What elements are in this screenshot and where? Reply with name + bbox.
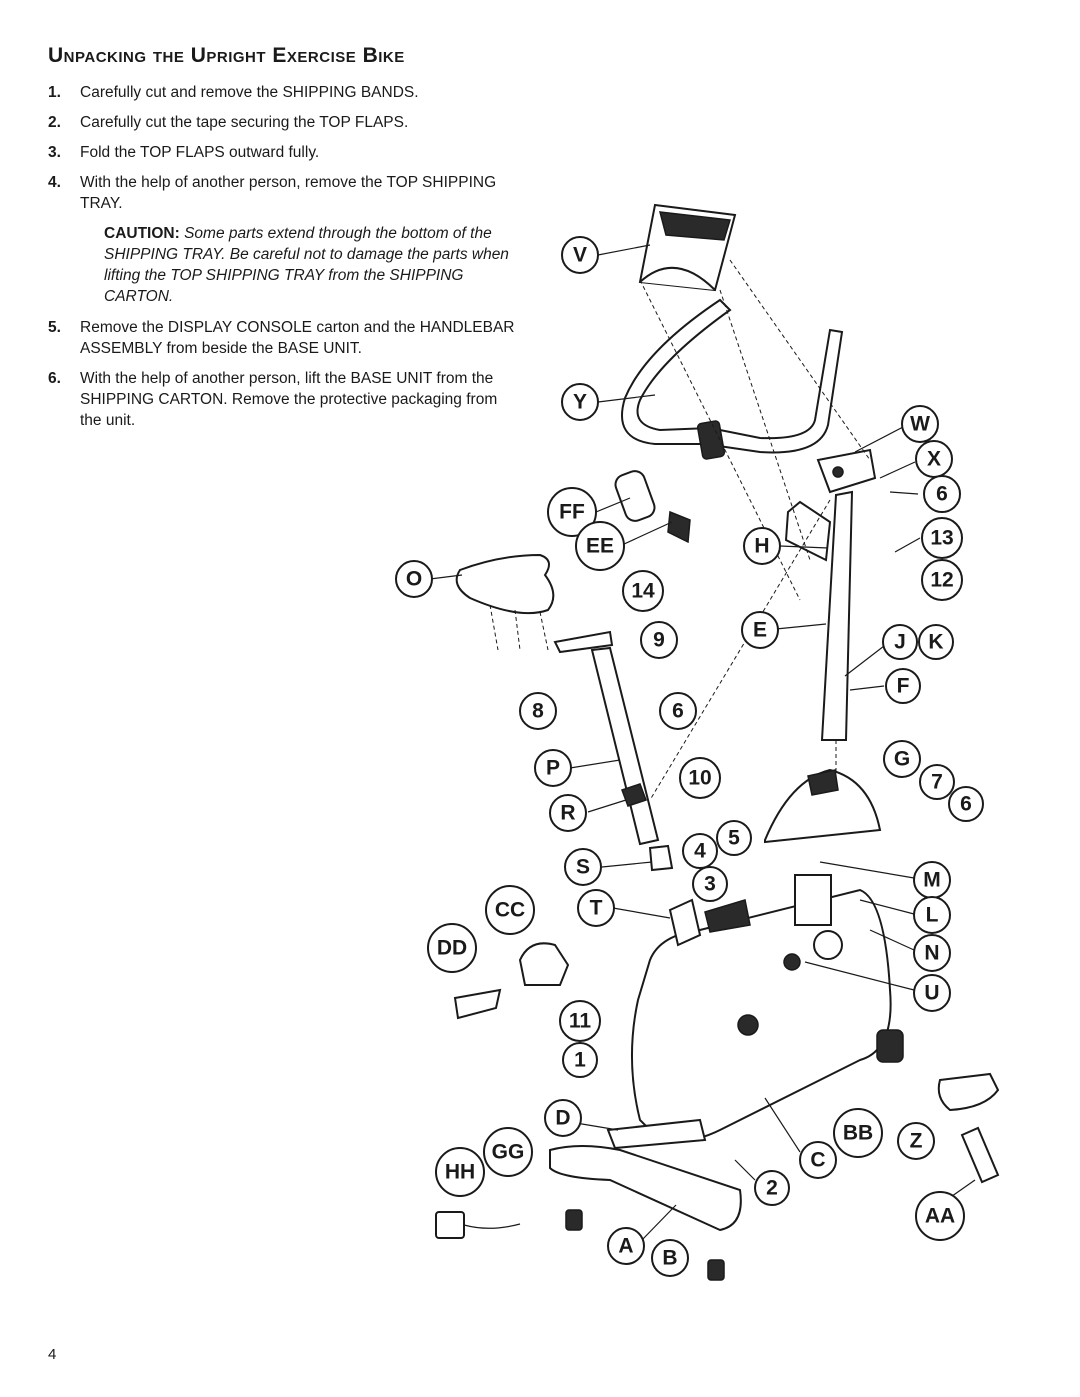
upright-mast-part [784, 448, 877, 741]
step-text: With the help of another person, lift th… [80, 370, 498, 429]
label-u: U [924, 982, 939, 1005]
step-item: 5. Remove the DISPLAY CONSOLE carton and… [48, 317, 518, 359]
label-11: 11 [569, 1010, 592, 1033]
label-j: J [894, 631, 906, 654]
main-frame-part [631, 874, 904, 1143]
label-p: P [546, 757, 560, 780]
caution-label: CAUTION: [104, 225, 180, 242]
handlebar-part [620, 298, 844, 460]
shroud-part [764, 768, 882, 844]
label-10: 10 [688, 767, 711, 790]
label-c: C [810, 1149, 825, 1172]
label-a: A [618, 1235, 633, 1258]
label-8: 8 [532, 700, 544, 723]
label-ee: EE [586, 535, 614, 558]
label-6-top: 6 [936, 483, 948, 506]
label-b: B [662, 1247, 677, 1270]
label-ff: FF [559, 501, 585, 524]
page-number: 4 [48, 1346, 57, 1363]
step-number: 2. [48, 114, 61, 131]
label-y: Y [573, 391, 587, 414]
label-14: 14 [631, 580, 655, 603]
label-f: F [897, 675, 910, 698]
label-e: E [753, 619, 767, 642]
label-aa: AA [925, 1205, 955, 1228]
caution-text: Some parts extend through the bottom of … [104, 225, 509, 305]
label-s: S [576, 856, 590, 879]
step-item: 1. Carefully cut and remove the SHIPPING… [48, 82, 518, 103]
label-1: 1 [574, 1049, 586, 1072]
label-n: N [924, 942, 939, 965]
label-6-mid: 6 [672, 700, 684, 723]
part-labels: V Y W X 6 FF EE H 13 O 14 12 9 E J K F 8… [395, 236, 984, 1277]
label-6-right: 6 [960, 793, 972, 816]
console-cover-part [453, 942, 570, 1020]
step-number: 1. [48, 84, 61, 101]
label-g: G [894, 748, 910, 771]
label-gg: GG [492, 1141, 525, 1164]
label-5: 5 [728, 827, 740, 850]
label-d: D [555, 1107, 570, 1130]
label-7: 7 [931, 771, 943, 794]
label-v: V [573, 244, 587, 267]
power-adapter-part [435, 1211, 521, 1239]
step-item: 3. Fold the TOP FLAPS outward fully. [48, 142, 518, 163]
water-bottle-part [614, 470, 691, 544]
label-12: 12 [930, 569, 953, 592]
step-text: Remove the DISPLAY CONSOLE carton and th… [80, 319, 515, 357]
label-bb: BB [843, 1122, 873, 1145]
step-text: Carefully cut and remove the SHIPPING BA… [80, 84, 419, 101]
label-x: X [927, 448, 941, 471]
label-h: H [754, 535, 769, 558]
step-number: 5. [48, 319, 61, 336]
step-number: 4. [48, 174, 61, 191]
label-z: Z [910, 1130, 923, 1153]
label-k: K [928, 631, 943, 654]
label-t: T [590, 897, 603, 920]
label-13: 13 [930, 527, 953, 550]
step-item: 2. Carefully cut the tape securing the T… [48, 112, 518, 133]
step-text: Carefully cut the tape securing the TOP … [80, 114, 409, 131]
label-o: O [406, 568, 422, 591]
step-text: Fold the TOP FLAPS outward fully. [80, 144, 320, 161]
pedal-part [937, 1072, 1000, 1184]
step-item: 4. With the help of another person, remo… [48, 172, 518, 214]
section-title: Unpacking the Upright Exercise Bike [48, 44, 405, 67]
display-console-part [638, 203, 737, 292]
label-hh: HH [445, 1161, 475, 1184]
label-2: 2 [766, 1177, 778, 1200]
caution-note: CAUTION: Some parts extend through the b… [104, 223, 514, 307]
label-9: 9 [653, 629, 665, 652]
label-dd: DD [437, 937, 467, 960]
label-4: 4 [694, 840, 706, 863]
label-m: M [923, 869, 941, 892]
label-cc: CC [495, 899, 525, 922]
step-number: 6. [48, 370, 61, 387]
front-stabilizer-part [549, 1118, 742, 1281]
step-number: 3. [48, 144, 61, 161]
step-text: With the help of another person, remove … [80, 174, 497, 212]
label-3: 3 [704, 873, 716, 896]
step-item: 6. With the help of another person, lift… [48, 368, 518, 431]
unpacking-steps-list: 1. Carefully cut and remove the SHIPPING… [48, 82, 518, 440]
label-l: L [926, 904, 939, 927]
seat-part [455, 553, 674, 872]
label-r: R [560, 802, 575, 825]
label-w: W [910, 413, 930, 436]
